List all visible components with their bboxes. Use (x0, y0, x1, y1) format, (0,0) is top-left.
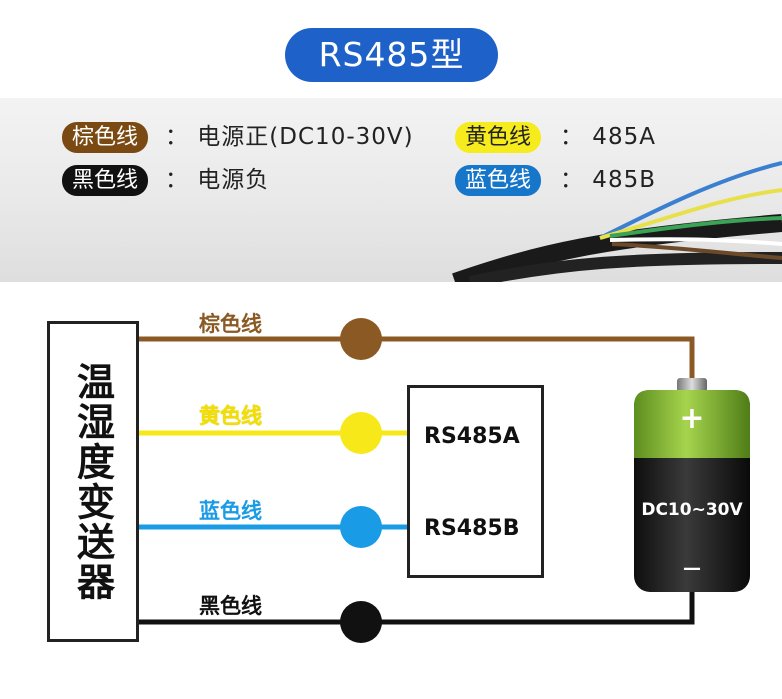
legend-desc-black: ： 电源负 (165, 167, 270, 193)
black-wire-dot (340, 601, 382, 643)
battery (634, 378, 750, 592)
wire-label-blue: 蓝色线 (199, 499, 262, 523)
battery-plus-label: + (679, 401, 705, 436)
battery-voltage-label: DC10~30V (641, 500, 743, 520)
legend-band: 棕色线 ： 电源正(DC10-30V) 黄色线 ： 485A 黑色线 ： 电源负… (0, 98, 782, 282)
rs485a-label: RS485A (424, 424, 520, 449)
rs485b-label: RS485B (424, 516, 520, 541)
transmitter-box: 温湿度变送器 (47, 321, 139, 642)
legend-desc-blue: ： 485B (560, 167, 656, 193)
wire-label-black: 黑色线 (199, 594, 262, 618)
brown-wire-dot (340, 318, 382, 360)
wire-label-yellow: 黄色线 (199, 404, 262, 428)
battery-minus-label: — (683, 558, 701, 579)
yellow-wire-dot (340, 412, 382, 454)
brown-wire (139, 336, 695, 382)
transmitter-label: 温湿度变送器 (70, 361, 115, 602)
wire-label-brown: 棕色线 (199, 312, 262, 336)
rs485-box: RS485A RS485B (407, 385, 544, 578)
cable-illustration (452, 161, 782, 282)
wiring-diagram (139, 318, 750, 643)
legend-chip-black: 黑色线 (62, 165, 149, 196)
blue-wire-dot (340, 506, 382, 548)
black-wire (139, 592, 695, 625)
legend-chip-brown: 棕色线 (62, 122, 149, 153)
page-title: RS485型 (285, 28, 498, 82)
legend-chip-blue: 蓝色线 (455, 165, 542, 196)
legend-desc-brown: ： 电源正(DC10-30V) (165, 124, 414, 150)
legend-desc-yellow: ： 485A (560, 124, 656, 150)
legend-chip-yellow: 黄色线 (455, 122, 542, 153)
